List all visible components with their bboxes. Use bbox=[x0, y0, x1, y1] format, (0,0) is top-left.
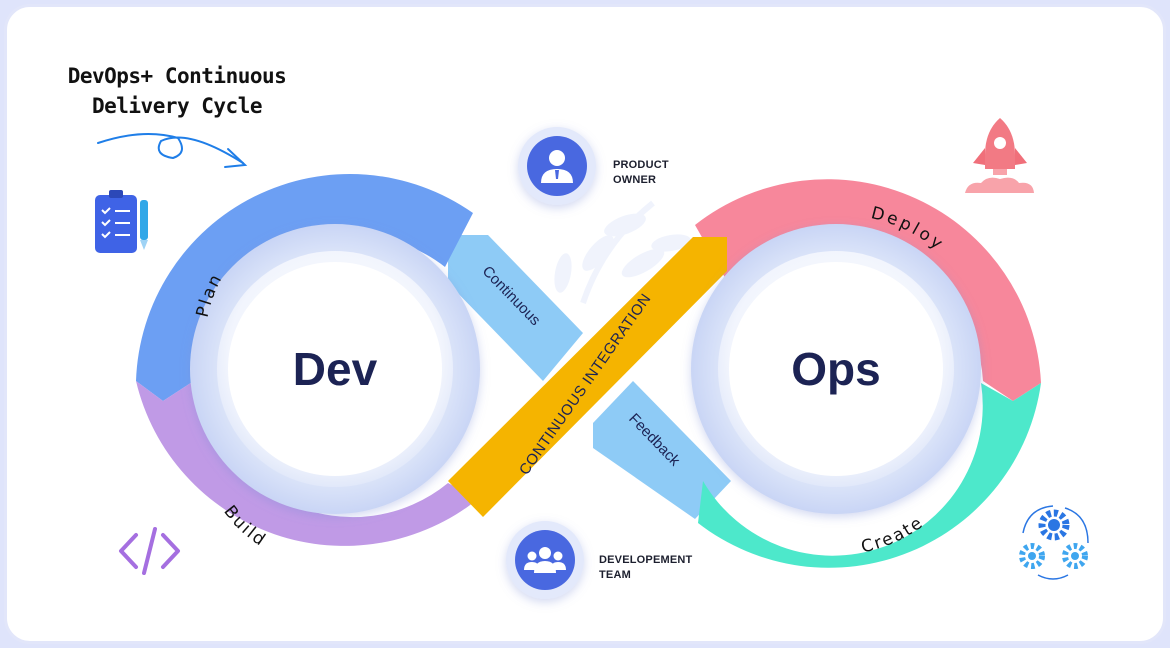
clipboard-checklist-icon bbox=[95, 190, 148, 253]
user-icon bbox=[541, 150, 573, 183]
build-segment bbox=[136, 375, 478, 546]
title-line-2: Delivery Cycle bbox=[91, 94, 263, 118]
ops-circle: Ops bbox=[691, 224, 981, 514]
development-team-badge bbox=[506, 521, 584, 599]
dev-label: Dev bbox=[293, 343, 378, 395]
rocket-icon bbox=[965, 118, 1034, 193]
arrow-decoration bbox=[97, 133, 248, 168]
code-brackets-icon bbox=[119, 527, 180, 575]
devops-infinity-diagram: Continuous Feedback CONTINUOUS INTEGRATI… bbox=[95, 118, 1089, 599]
continuous-band: Continuous bbox=[448, 235, 583, 381]
gears-icon bbox=[1019, 505, 1089, 580]
leaf-decoration bbox=[554, 200, 691, 304]
team-icon bbox=[524, 547, 566, 573]
product-owner-label: PRODUCT OWNER bbox=[613, 158, 669, 188]
product-owner-badge bbox=[518, 127, 596, 205]
product-owner-label-line-1: PRODUCT bbox=[613, 159, 669, 171]
feedback-band: Feedback bbox=[593, 381, 731, 519]
development-team-label-line-1: DEVELOPEMENT bbox=[599, 554, 693, 566]
product-owner-label-line-2: OWNER bbox=[613, 174, 657, 186]
development-team-label: DEVELOPEMENT TEAM bbox=[599, 553, 692, 583]
dev-circle: Dev bbox=[190, 224, 480, 514]
diagram-frame: Continuous Feedback CONTINUOUS INTEGRATI… bbox=[4, 4, 1166, 644]
plan-segment bbox=[136, 174, 473, 401]
development-team-label-line-2: TEAM bbox=[599, 569, 631, 581]
create-segment bbox=[698, 383, 1041, 568]
ops-label: Ops bbox=[791, 343, 880, 395]
title-line-1: DevOps+ Continuous bbox=[67, 64, 287, 88]
diagram-title: DevOps+ Continuous Delivery Cycle bbox=[47, 61, 307, 121]
